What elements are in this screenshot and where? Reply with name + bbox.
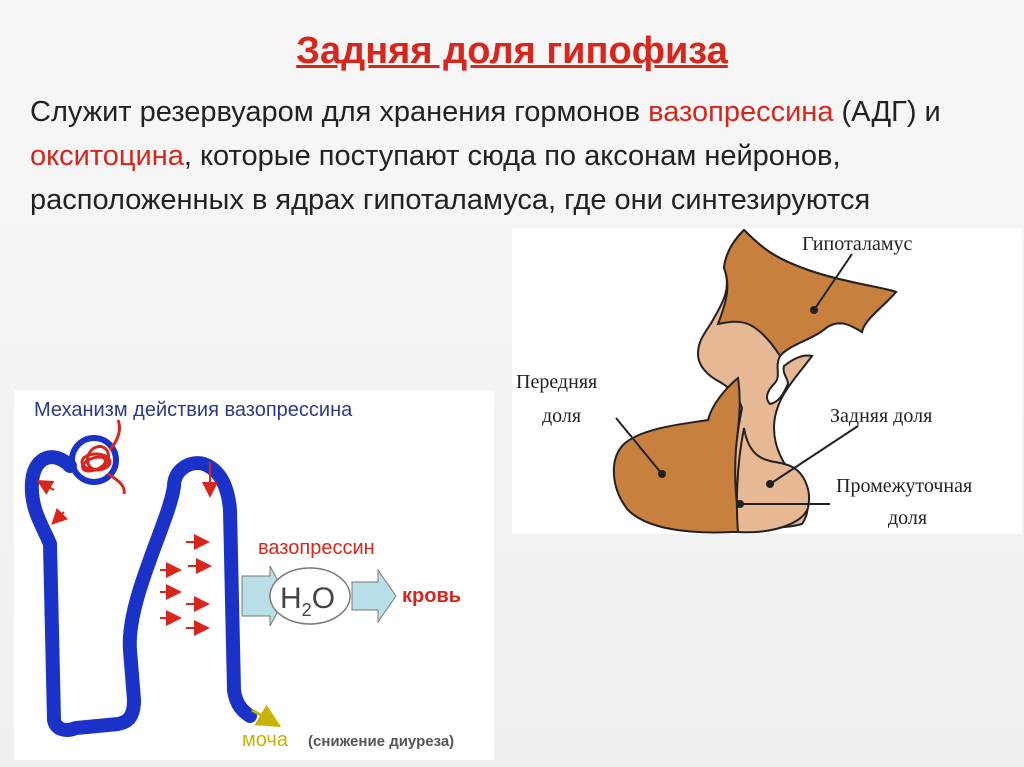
- reabsorption-arrows: [36, 462, 218, 636]
- label-hypothalamus: Гипоталамус: [802, 233, 912, 255]
- blood-label: кровь: [402, 585, 461, 607]
- posterior-lobe-shape: [735, 427, 810, 534]
- hypothalamus-top-shape: [716, 228, 898, 358]
- h2o-bubble: [269, 567, 351, 625]
- dot-intermediate: [736, 500, 744, 508]
- body-part-3: , которые поступают сюда по аксонам нейр…: [30, 140, 871, 216]
- label-anterior-2: доля: [542, 405, 581, 427]
- diagram-title: Механизм действия вазопрессина: [34, 399, 353, 421]
- label-intermediate-2: доля: [888, 507, 927, 529]
- hormone-vasopressin: вазопрессина: [648, 96, 834, 128]
- urine-note: (снижение диуреза): [308, 733, 454, 750]
- urine-label: моча: [242, 729, 289, 751]
- slide-title: Задняя доля гипофиза: [296, 30, 728, 72]
- slide-body-text: Служит резервуаром для хранения гормонов…: [30, 90, 990, 222]
- label-anterior-1: Передняя: [516, 371, 597, 393]
- vasopressin-diagram: Механизм действия вазопрессина: [14, 390, 494, 760]
- body-part-1: Служит резервуаром для хранения гормонов: [30, 96, 649, 128]
- pituitary-diagram: Гипоталамус Передняя доля Задняя доля Пр…: [512, 228, 1022, 534]
- dot-hypothalamus: [810, 306, 818, 314]
- water-arrow-out: [351, 568, 397, 624]
- body-part-2: (АДГ) и: [833, 96, 941, 128]
- vasopressin-label: вазопрессин: [258, 537, 375, 559]
- anterior-lobe-shape: [612, 376, 744, 534]
- dot-posterior: [766, 480, 774, 488]
- bowman-capsule: [69, 435, 119, 485]
- h2o-label: H2O: [280, 582, 335, 620]
- pituitary-svg: Гипоталамус Передняя доля Задняя доля Пр…: [516, 228, 972, 534]
- glomerulus-capillaries: [80, 419, 126, 495]
- pointer-hypothalamus: [813, 253, 853, 311]
- vasopressin-svg: Механизм действия вазопрессина: [24, 399, 461, 751]
- urine-arrow: [251, 704, 282, 728]
- label-posterior: Задняя доля: [830, 405, 932, 427]
- hormone-oxytocin: окситоцина: [30, 140, 184, 172]
- nephron-tubule: [24, 450, 257, 737]
- dot-anterior: [658, 470, 666, 478]
- pointer-anterior: [615, 417, 663, 475]
- pointer-posterior: [769, 425, 859, 485]
- label-intermediate-1: Промежуточная: [836, 475, 972, 497]
